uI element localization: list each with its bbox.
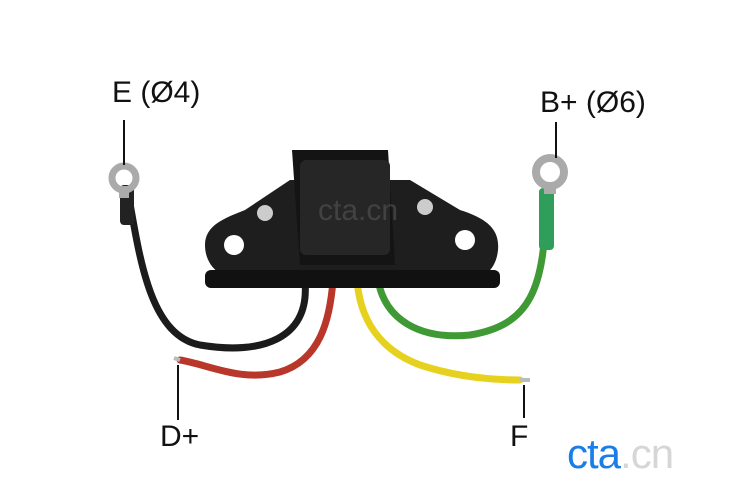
- cta-logo: cta.cn: [567, 430, 674, 477]
- label-b-plus-terminal: B+ (Ø6): [540, 86, 646, 119]
- regulator-body: [205, 150, 500, 288]
- body-watermark: cta.cn: [318, 194, 398, 227]
- label-d-plus: D+: [160, 420, 200, 453]
- yellow-wire: [353, 276, 524, 384]
- green-sleeve: [539, 188, 554, 250]
- black-wire: [124, 188, 309, 352]
- ring-terminal-e: [108, 162, 140, 198]
- ring-terminal-b: [532, 154, 568, 194]
- label-e-terminal: E (Ø4): [112, 76, 201, 109]
- red-wire: [176, 276, 337, 379]
- label-f: F: [510, 420, 529, 453]
- green-wire: [374, 196, 550, 340]
